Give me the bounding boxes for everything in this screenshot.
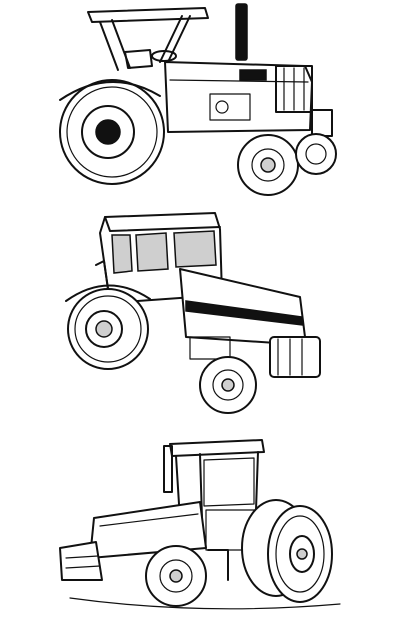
cab-window bbox=[203, 457, 255, 507]
seat bbox=[124, 49, 153, 69]
rear-fender bbox=[59, 80, 161, 101]
cab-roof-edge bbox=[104, 216, 221, 232]
canopy-post bbox=[159, 15, 183, 63]
front-hub bbox=[221, 378, 235, 392]
front-hub bbox=[260, 157, 276, 173]
front-rim bbox=[251, 148, 285, 182]
hood-line bbox=[169, 79, 309, 83]
front-hub bbox=[169, 569, 183, 583]
exhaust-stack bbox=[235, 3, 248, 61]
rear-tire-tread bbox=[66, 86, 158, 178]
tractor-illustration-3 bbox=[0, 430, 405, 622]
engine-block bbox=[209, 93, 251, 121]
grille-line bbox=[65, 555, 99, 559]
engine-part bbox=[215, 100, 229, 114]
cab-window bbox=[111, 234, 133, 274]
rear-tire-tread bbox=[74, 295, 142, 363]
canopy-post bbox=[167, 15, 191, 63]
hood-line bbox=[99, 513, 199, 527]
front-rim bbox=[159, 559, 193, 593]
hood bbox=[164, 61, 313, 133]
cab-post bbox=[255, 451, 259, 511]
tractor-illustration-2 bbox=[0, 205, 405, 420]
grille bbox=[275, 65, 313, 113]
tractor-illustration-1 bbox=[0, 0, 405, 200]
rear-tire-tread bbox=[275, 515, 325, 593]
front-rim-far bbox=[305, 143, 327, 165]
steering-wheel bbox=[151, 50, 177, 62]
tractor-2-drawing bbox=[65, 212, 321, 414]
tractor-1-drawing bbox=[59, 3, 337, 196]
front-weight bbox=[311, 109, 333, 137]
cab-window bbox=[173, 230, 217, 268]
hood-stripe bbox=[185, 300, 304, 326]
front-weights bbox=[269, 336, 321, 378]
rear-fender bbox=[65, 284, 151, 302]
rear-hub bbox=[95, 320, 113, 338]
canopy-post bbox=[99, 21, 119, 71]
canopy-roof bbox=[87, 7, 209, 23]
front-tire-far bbox=[295, 133, 337, 175]
hood-badge bbox=[239, 69, 267, 81]
cab-window bbox=[135, 232, 169, 272]
exhaust-stack bbox=[163, 445, 173, 493]
engine-side bbox=[189, 336, 231, 360]
rear-hub bbox=[296, 548, 308, 560]
tractor-3-drawing bbox=[59, 439, 341, 610]
grille-line bbox=[65, 565, 101, 569]
ground-line bbox=[69, 597, 341, 610]
cab-step bbox=[207, 549, 229, 581]
front-rim bbox=[212, 369, 244, 401]
cab-roof bbox=[169, 439, 265, 457]
front-bumper bbox=[59, 541, 103, 581]
rear-hub bbox=[95, 119, 121, 145]
